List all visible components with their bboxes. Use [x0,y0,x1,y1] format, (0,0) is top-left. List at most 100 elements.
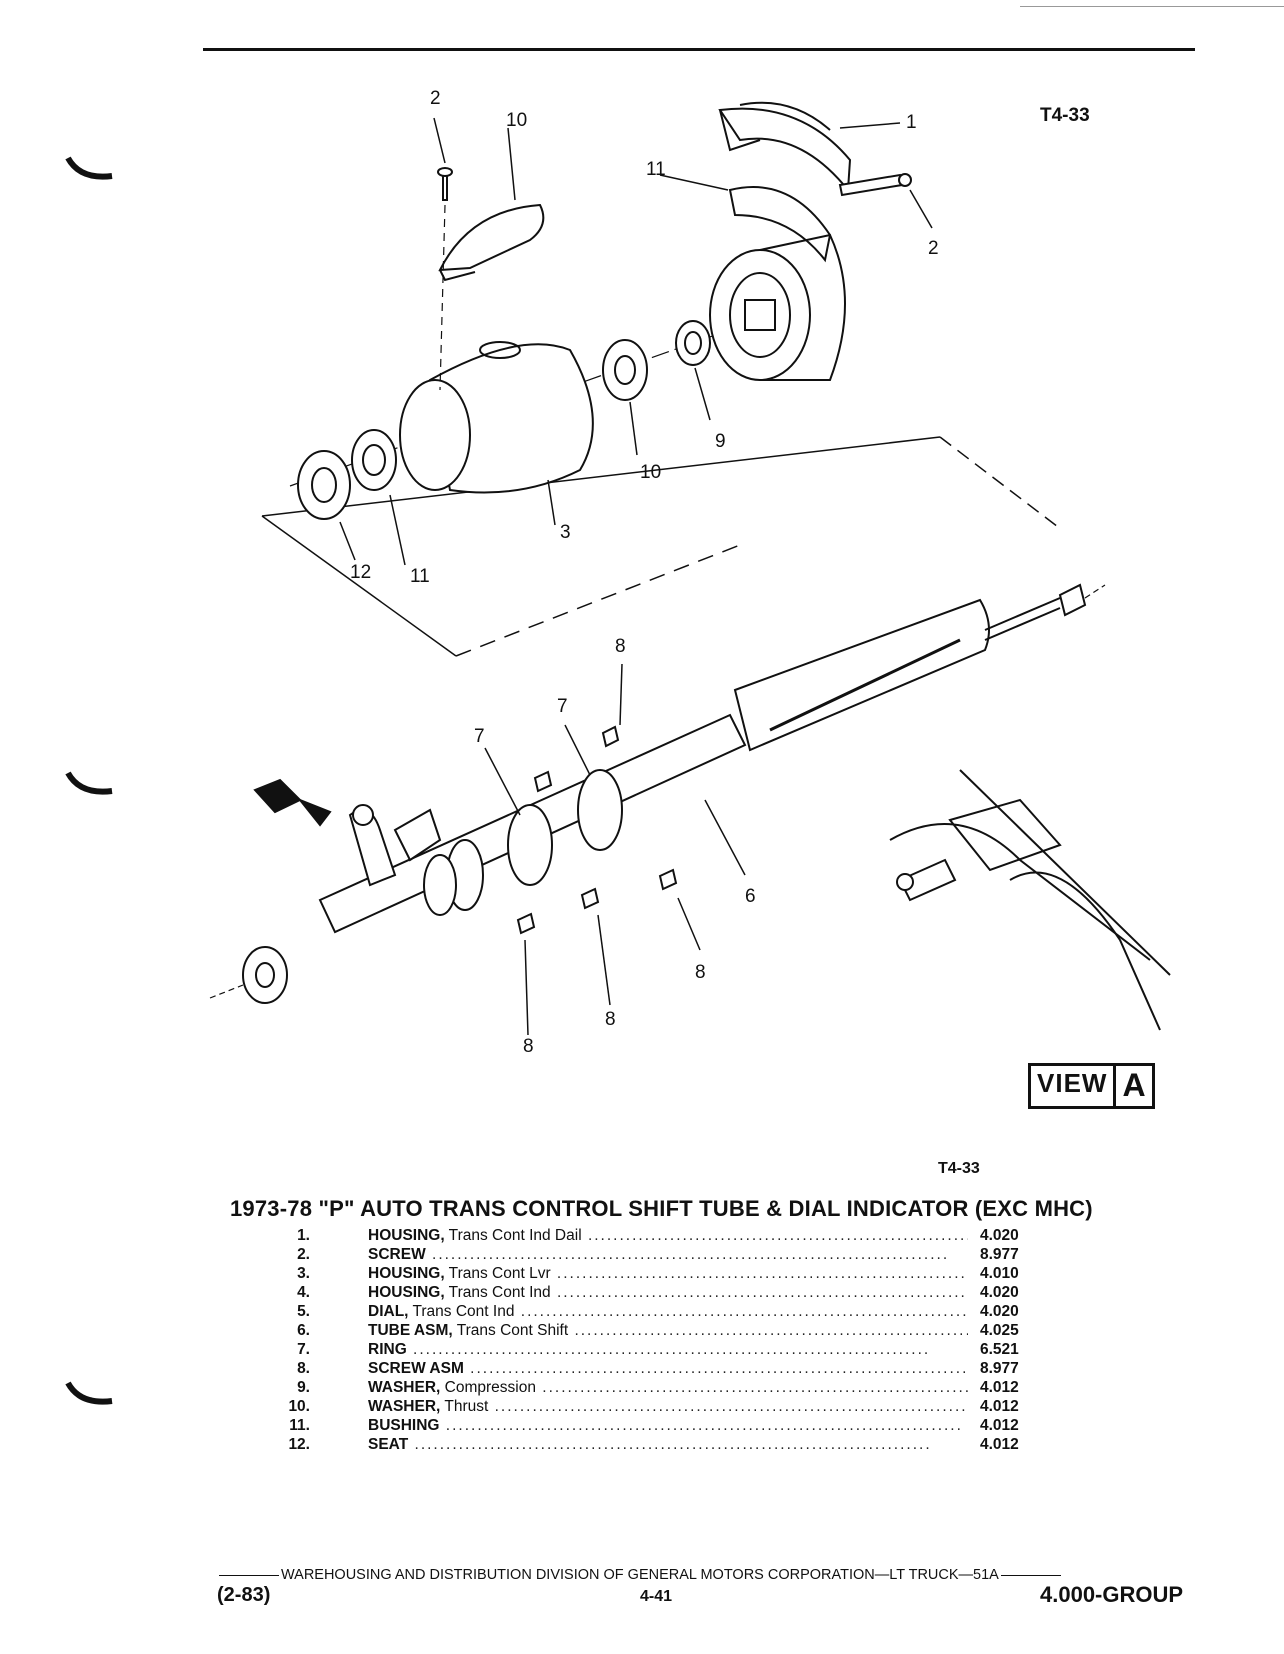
callout-8-top: 8 [615,636,626,657]
callout-numbers: 2 10 1 11 2 9 10 3 12 11 8 7 7 6 8 8 8 [350,88,939,1057]
group-number: 4.010 [980,1264,1019,1282]
exploded-diagram: 2 10 1 11 2 9 10 3 12 11 8 7 7 6 8 8 8 [209,88,1171,1057]
part-description: HOUSING, Trans Cont Ind ................… [368,1283,968,1301]
part-number: 10. [288,1397,310,1415]
bushing-part-11 [351,429,397,491]
parts-list-title: 1973-78 "P" AUTO TRANS CONTROL SHIFT TUB… [230,1196,1093,1221]
part-description: SCREW ..................................… [368,1245,950,1263]
washer-part-9 [675,320,711,366]
parts-row: 4. HOUSING, Trans Cont Ind ..............… [280,1283,1080,1302]
parts-list: 1. HOUSING, Trans Cont Ind Dail .........… [280,1226,1080,1454]
callout-12: 12 [350,562,371,583]
washer-part-10 [602,339,648,401]
upper-assembly-plane [261,436,1063,657]
parts-row: 6. TUBE ASM, Trans Cont Shift ...........… [280,1321,1080,1340]
callout-2-right: 2 [928,238,939,259]
parts-row: 3. HOUSING, Trans Cont Lvr ..............… [280,1264,1080,1283]
footer-rule-right [1000,1574,1061,1576]
part-description: BUSHING ................................… [368,1416,963,1434]
part-number: 7. [297,1340,310,1358]
group-number: 4.012 [980,1416,1019,1434]
part-number: 8. [297,1359,310,1377]
part-description: WASHER, Compression ....................… [368,1378,968,1396]
callout-8-right: 8 [695,962,706,983]
parts-row: 2. SCREW ................................… [280,1245,1080,1264]
group-number: 4.012 [980,1397,1019,1415]
view-a-label: VIEW A [1028,1063,1155,1109]
part-description: DIAL, Trans Cont Ind ...................… [368,1302,968,1320]
part-number: 1. [297,1226,310,1244]
part-number: 4. [297,1283,310,1301]
callout-4: 10 [506,110,527,131]
parts-row: 5. DIAL, Trans Cont Ind .................… [280,1302,1080,1321]
part-number: 2. [297,1245,310,1263]
callout-6: 6 [745,886,756,907]
group-number: 4.020 [980,1283,1019,1301]
callout-8-bottom: 8 [523,1036,534,1057]
part-description: SEAT ...................................… [368,1435,932,1453]
figure-id-top: T4-33 [1040,105,1090,126]
screw-part-2-left [437,167,453,391]
dial-part-5 [728,186,832,263]
callout-7-right: 7 [557,696,568,717]
figure-id-bottom: T4-33 [938,1160,980,1177]
footer-group: 4.000-GROUP [1040,1582,1184,1607]
view-letter: A [1113,1066,1151,1106]
part-number: 11. [289,1416,310,1434]
callout-2-left: 2 [430,88,441,109]
group-number: 8.977 [980,1245,1019,1263]
dial-housing-part-1 [718,101,852,193]
parts-row: 9. WASHER, Compression ..................… [280,1378,1080,1397]
group-number: 8.977 [980,1359,1019,1377]
view-a-inset [889,769,1171,1031]
part-description: HOUSING, Trans Cont Ind Dail ...........… [368,1226,968,1244]
group-number: 4.020 [980,1302,1019,1320]
shift-lever-arm [348,804,442,887]
callout-11: 11 [410,566,430,587]
callout-3: 3 [560,522,571,543]
indicator-housing-body [709,233,846,381]
binder-mark-top [65,156,113,180]
footer-date: (2-83) [217,1584,271,1606]
parts-row: 7. RING .................................… [280,1340,1080,1359]
group-number: 4.020 [980,1226,1019,1244]
binder-mark-bottom [65,1381,113,1405]
group-number: 4.025 [980,1321,1019,1339]
leader-lines [339,117,933,1036]
group-number: 4.012 [980,1378,1019,1396]
group-number: 6.521 [980,1340,1019,1358]
callout-5: 11 [646,159,666,180]
part-description: HOUSING, Trans Cont Lvr ................… [368,1264,968,1282]
part-description: RING ...................................… [368,1340,931,1358]
part-description: TUBE ASM, Trans Cont Shift .............… [368,1321,968,1339]
tube-end-collar [209,946,288,1004]
parts-row: 12. SEAT ................................… [280,1435,1080,1454]
part-number: 12. [288,1435,310,1453]
seat-part-12 [297,450,351,520]
part-description: SCREW ASM ..............................… [368,1359,968,1377]
view-label: VIEW [1037,1068,1108,1098]
parts-row: 1. HOUSING, Trans Cont Ind Dail .........… [280,1226,1080,1245]
view-a-marker [253,778,332,827]
group-number: 4.012 [980,1435,1019,1453]
callout-8-middle: 8 [605,1009,616,1030]
callout-10: 10 [640,462,661,483]
footer-page-number: 4-41 [640,1588,673,1605]
part-number: 6. [297,1321,310,1339]
footer-division-line: WAREHOUSING AND DISTRIBUTION DIVISION OF… [217,1567,1169,1583]
callout-1: 1 [906,112,917,133]
part-number: 5. [297,1302,310,1320]
binder-mark-middle [65,771,113,795]
callout-9: 9 [715,431,726,452]
part-number: 3. [297,1264,310,1282]
screw-asm-part-8 [516,725,678,935]
parts-row: 11. BUSHING .............................… [280,1416,1080,1435]
tube-collar-rings [423,769,623,916]
lever-housing-part-3 [399,341,594,494]
parts-row: 10.WASHER, Thrust ......................… [280,1397,1080,1416]
indicator-housing-part-4 [438,203,545,282]
footer-division: WAREHOUSING AND DISTRIBUTION DIVISION OF… [281,1567,999,1583]
corner-rule [1020,6,1284,7]
part-number: 9. [297,1378,310,1396]
parts-row: 8. SCREW ASM ............................… [280,1359,1080,1378]
